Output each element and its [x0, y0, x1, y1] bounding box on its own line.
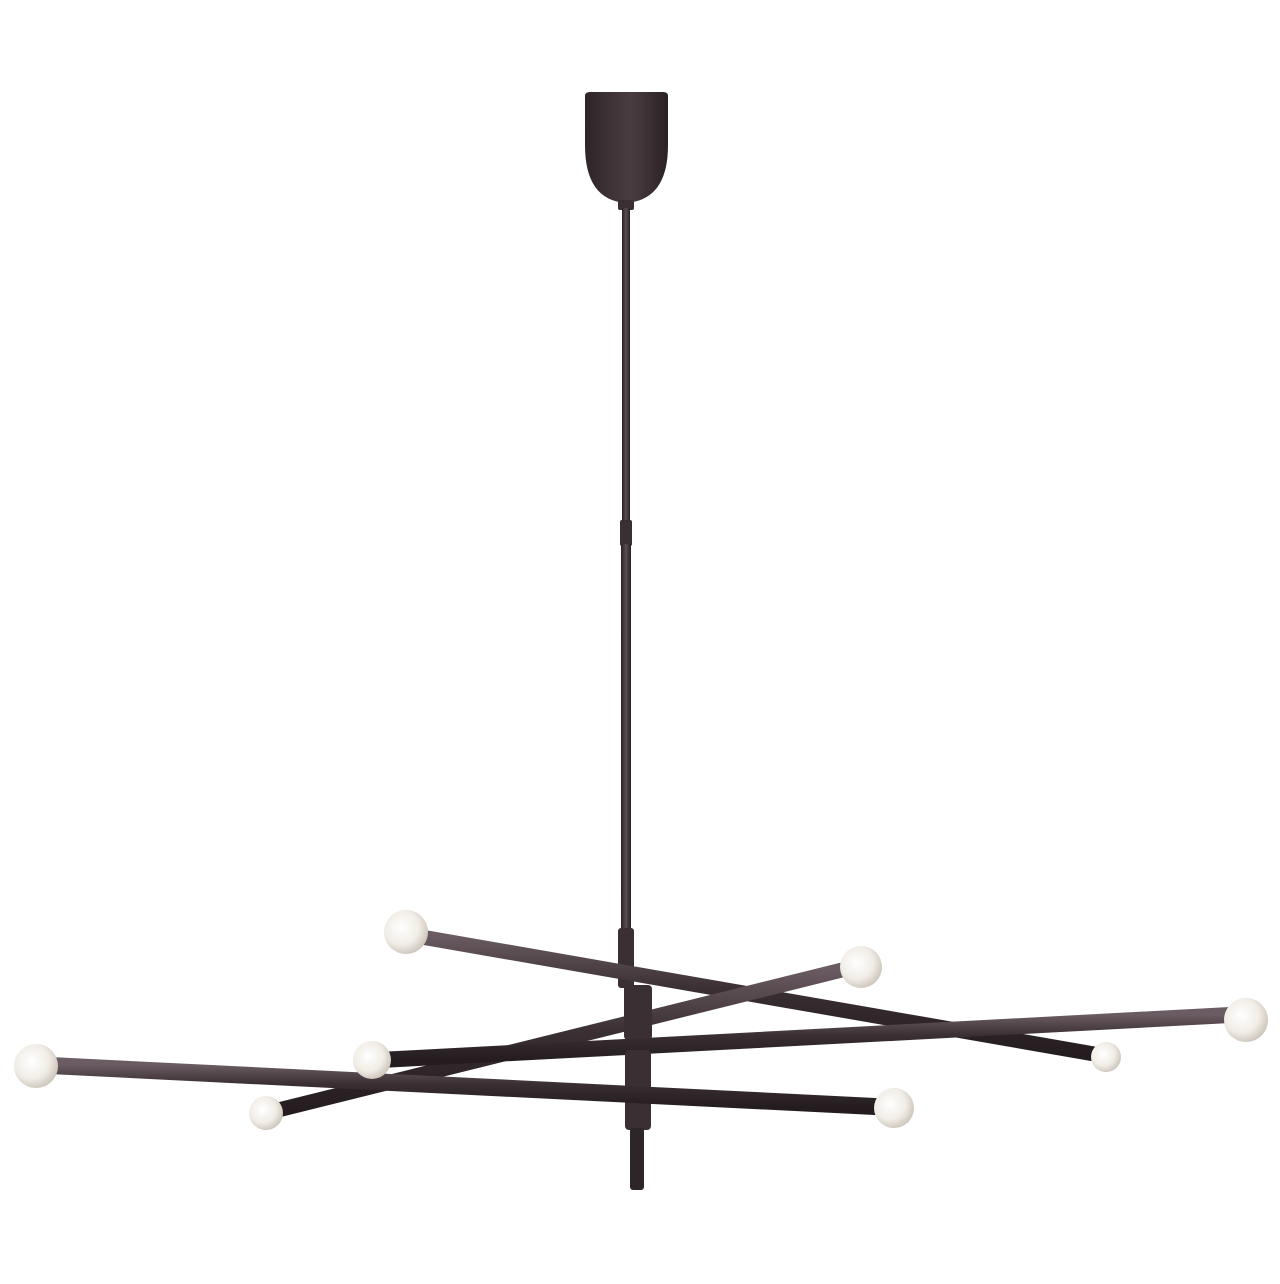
- bulb-icon: [1091, 1042, 1121, 1072]
- ceiling-canopy: [585, 92, 668, 203]
- bulb-icon: [249, 1096, 283, 1130]
- stem-coupler: [620, 520, 632, 546]
- bulb-icon: [353, 1041, 391, 1079]
- lower-stem: [621, 544, 631, 934]
- bulb-icon: [874, 1088, 914, 1128]
- bulb-icon: [384, 910, 428, 954]
- bulb-icon: [840, 946, 882, 988]
- arm-middle-long: [372, 1007, 1238, 1068]
- central-hub: [624, 985, 652, 1040]
- canopy-collar: [618, 200, 634, 210]
- arm-front-long: [31, 1056, 894, 1116]
- bulb-icon: [1224, 998, 1268, 1042]
- bottom-finial: [630, 1128, 644, 1190]
- upper-stem: [622, 208, 630, 524]
- bulb-icon: [14, 1044, 58, 1088]
